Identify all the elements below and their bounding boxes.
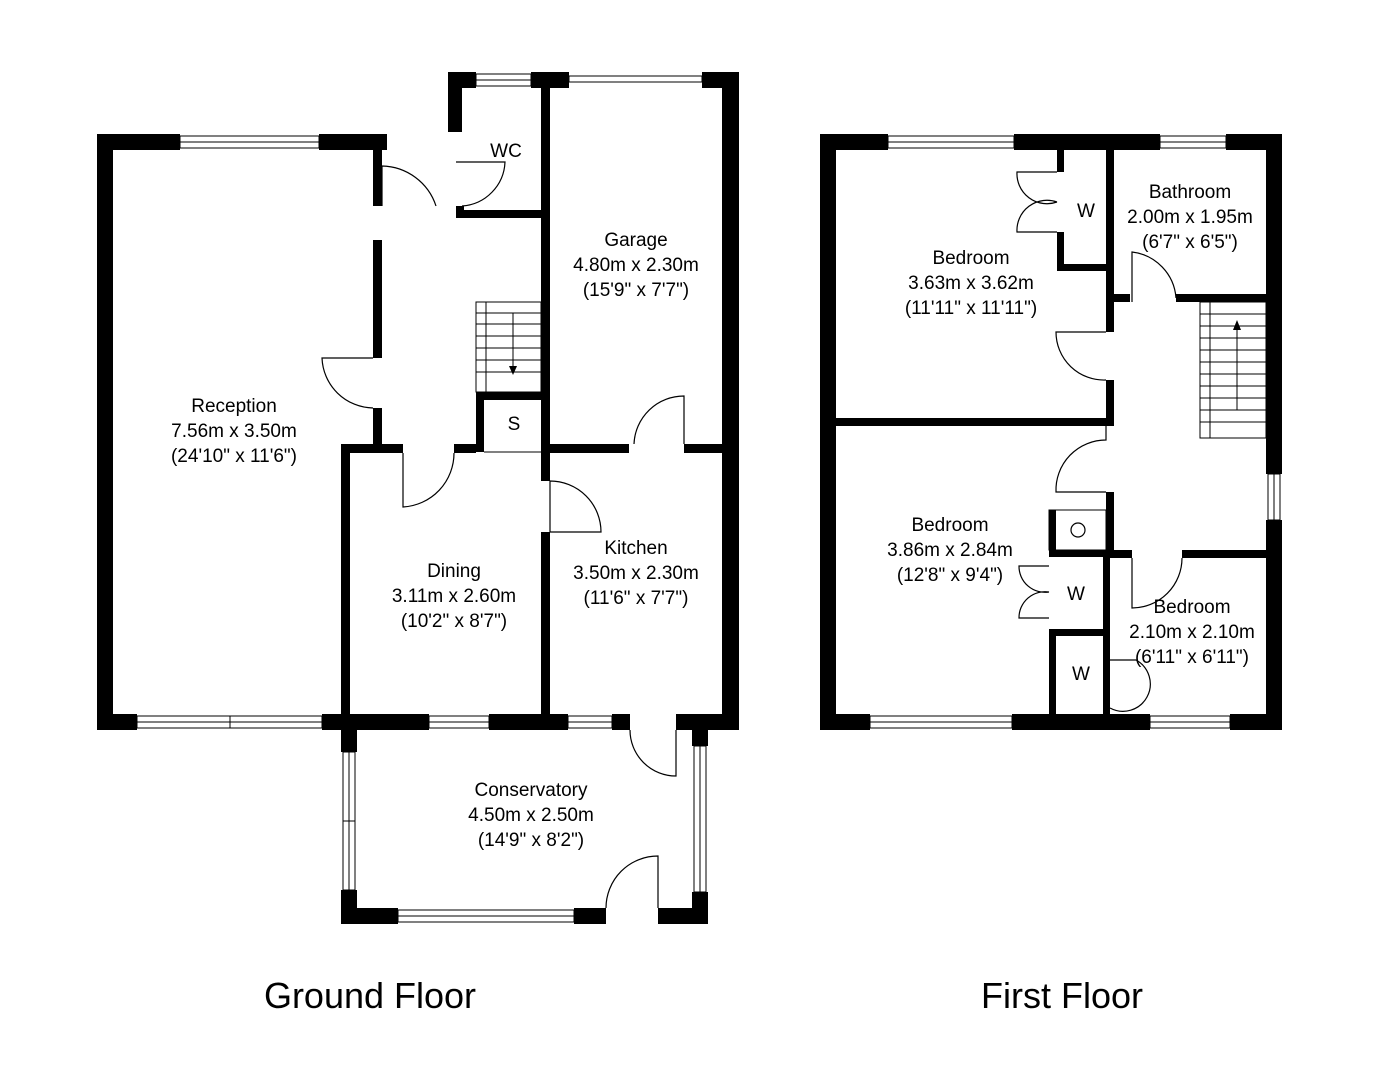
bedroom3-door — [1131, 557, 1183, 609]
conservatory-name: Conservatory — [475, 780, 588, 801]
reception-windows — [136, 135, 323, 729]
ground-floor-labels: Reception 7.56m x 3.50m (24'10" x 11'6")… — [171, 141, 699, 851]
first-floor-stairs — [1199, 301, 1267, 439]
reception-door — [321, 357, 374, 409]
bathroom-imperial: (6'7" x 6'5") — [1142, 232, 1238, 253]
dining-name: Dining — [427, 561, 481, 582]
bedroom3-metric: 2.10m x 2.10m — [1129, 622, 1255, 643]
wardrobe-doors-1 — [1016, 171, 1058, 233]
bedroom1-name: Bedroom — [932, 248, 1009, 269]
first-floor-plan — [820, 134, 1282, 730]
kitchen-name: Kitchen — [604, 538, 667, 559]
ground-floor-title: Ground Floor — [264, 975, 476, 1016]
conservatory-walls — [341, 730, 708, 924]
first-floor-labels: Bedroom 3.63m x 3.62m (11'11" x 11'11") … — [887, 182, 1255, 685]
wardrobe-doors-2 — [1018, 565, 1050, 619]
garage-kitchen-door — [633, 395, 685, 445]
garage-metric: 4.80m x 2.30m — [573, 255, 699, 276]
s-cupboard-name: S — [508, 414, 521, 435]
wardrobe-door-3 — [1109, 659, 1151, 712]
kitchen-imperial: (11'6" x 7'7") — [584, 588, 689, 609]
conservatory-metric: 4.50m x 2.50m — [468, 805, 594, 826]
bathroom-metric: 2.00m x 1.95m — [1127, 207, 1253, 228]
bedroom1-door — [1055, 331, 1107, 381]
garage-imperial: (15'9" x 7'7") — [583, 280, 689, 301]
first-floor-internal-walls — [836, 150, 1266, 714]
bedroom3-name: Bedroom — [1153, 597, 1230, 618]
ground-stairs — [475, 301, 542, 393]
first-floor-outer-walls — [820, 134, 1282, 730]
reception-imperial: (24'10" x 11'6") — [171, 446, 297, 467]
ground-floor-plan — [97, 72, 739, 924]
bathroom-name: Bathroom — [1149, 182, 1231, 203]
tank-icon — [1070, 522, 1086, 538]
reception-walls — [97, 134, 387, 730]
dining-metric: 3.11m x 2.60m — [392, 586, 516, 607]
bedroom1-imperial: (11'11" x 11'11") — [905, 298, 1037, 319]
bedroom2-metric: 3.86m x 2.84m — [887, 540, 1013, 561]
garage-walls — [541, 72, 739, 730]
wc-name: WC — [490, 141, 522, 162]
bedroom3-imperial: (6'11" x 6'11") — [1135, 647, 1249, 668]
kitchen-metric: 3.50m x 2.30m — [573, 563, 699, 584]
s-cupboard-walls — [476, 392, 550, 453]
wardrobe1-name: W — [1077, 201, 1095, 222]
garage-name: Garage — [604, 230, 667, 251]
dining-door — [402, 452, 455, 508]
bedroom2-door — [1055, 426, 1107, 493]
reception-name: Reception — [191, 396, 277, 417]
dining-imperial: (10'2" x 8'7") — [401, 611, 507, 632]
hall-front-door — [381, 165, 437, 207]
kitchen-door — [549, 480, 602, 533]
dining-walls — [341, 444, 739, 730]
bathroom-door — [1131, 251, 1177, 302]
bedroom1-metric: 3.63m x 3.62m — [908, 273, 1034, 294]
wc-walls — [448, 72, 569, 452]
wardrobe3-name: W — [1072, 664, 1090, 685]
reception-metric: 7.56m x 3.50m — [171, 421, 297, 442]
first-floor-title: First Floor — [981, 975, 1143, 1016]
wardrobe2-name: W — [1067, 584, 1085, 605]
bedroom2-imperial: (12'8" x 9'4") — [897, 565, 1003, 586]
wc-door — [456, 161, 506, 207]
conservatory-garden-door — [605, 855, 659, 909]
conservatory-imperial: (14'9" x 8'2") — [478, 830, 584, 851]
conservatory-kitchen-door — [629, 729, 677, 777]
bedroom2-name: Bedroom — [911, 515, 988, 536]
